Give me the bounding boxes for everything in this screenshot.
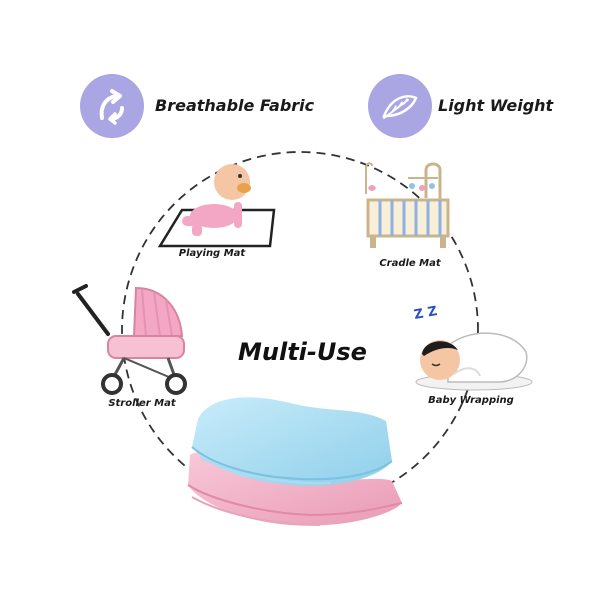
cradle-icon bbox=[365, 162, 450, 248]
breathable-badge bbox=[80, 74, 144, 138]
use-label-cradle-mat: Cradle Mat bbox=[379, 258, 441, 269]
use-label-playing-mat: Playing Mat bbox=[178, 248, 246, 259]
breathable-arrows-icon bbox=[99, 89, 124, 125]
sleeping-baby-icon bbox=[415, 332, 533, 391]
stroller-icon bbox=[72, 284, 187, 395]
feather-icon bbox=[382, 95, 418, 119]
use-label-baby-wrapping: Baby Wrapping bbox=[428, 395, 514, 406]
use-label-stroller-mat: Stroller Mat bbox=[108, 398, 176, 409]
feature-label-lightweight: Light Weight bbox=[438, 96, 554, 115]
lightweight-badge bbox=[368, 74, 432, 138]
folded-sheets-image bbox=[187, 397, 403, 526]
crawling-baby-icon bbox=[157, 164, 276, 248]
page-title: Multi-Use bbox=[238, 338, 367, 366]
feature-label-breathable: Breathable Fabric bbox=[155, 96, 315, 115]
